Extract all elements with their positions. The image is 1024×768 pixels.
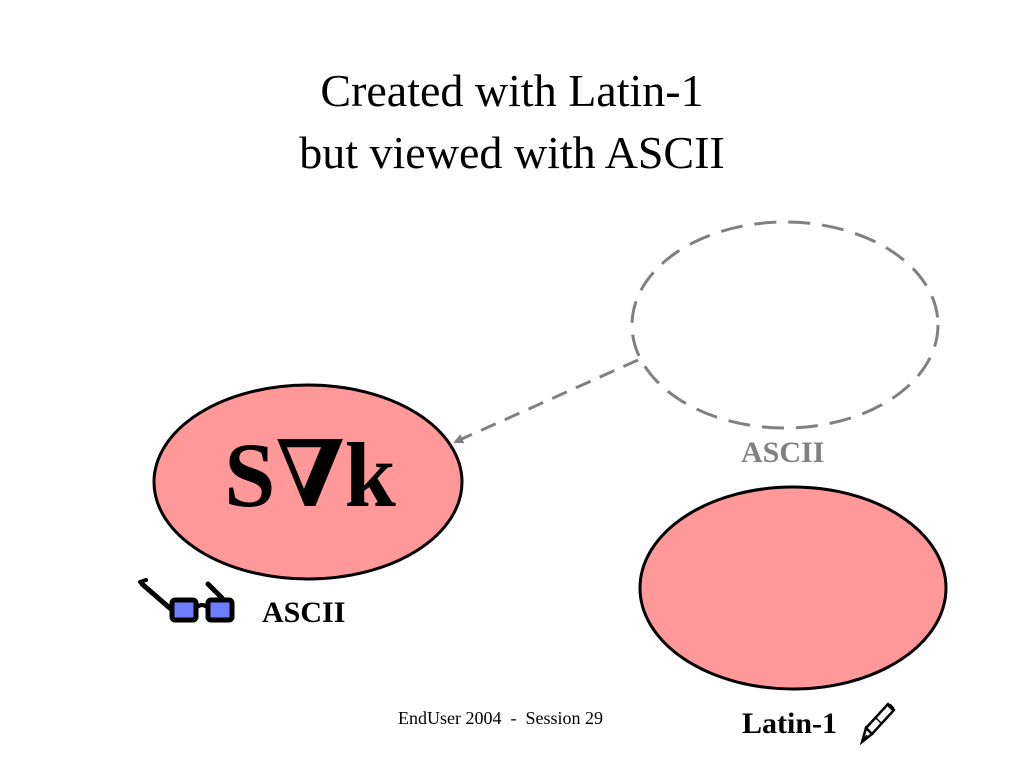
title-line-2: but viewed with ASCII bbox=[299, 127, 725, 178]
main-ellipse-text: S∇k bbox=[224, 424, 396, 526]
fountain-pen-icon bbox=[859, 702, 896, 746]
ascii-viewer-label: ASCII bbox=[262, 596, 346, 629]
title-line-1: Created with Latin-1 bbox=[320, 65, 704, 116]
latin-label: Latin-1 bbox=[742, 707, 838, 740]
dashed-arrow bbox=[453, 358, 639, 444]
ascii-label-top: ASCII bbox=[741, 436, 825, 469]
eyeglasses-icon bbox=[138, 578, 235, 623]
latin-ellipse bbox=[638, 485, 948, 691]
dashed-ascii-ellipse bbox=[630, 220, 940, 430]
slide-title: Created with Latin-1 but viewed with ASC… bbox=[0, 60, 1024, 184]
slide-footer: EndUser 2004 - Session 29 bbox=[398, 708, 603, 728]
main-ellipse bbox=[152, 383, 464, 581]
